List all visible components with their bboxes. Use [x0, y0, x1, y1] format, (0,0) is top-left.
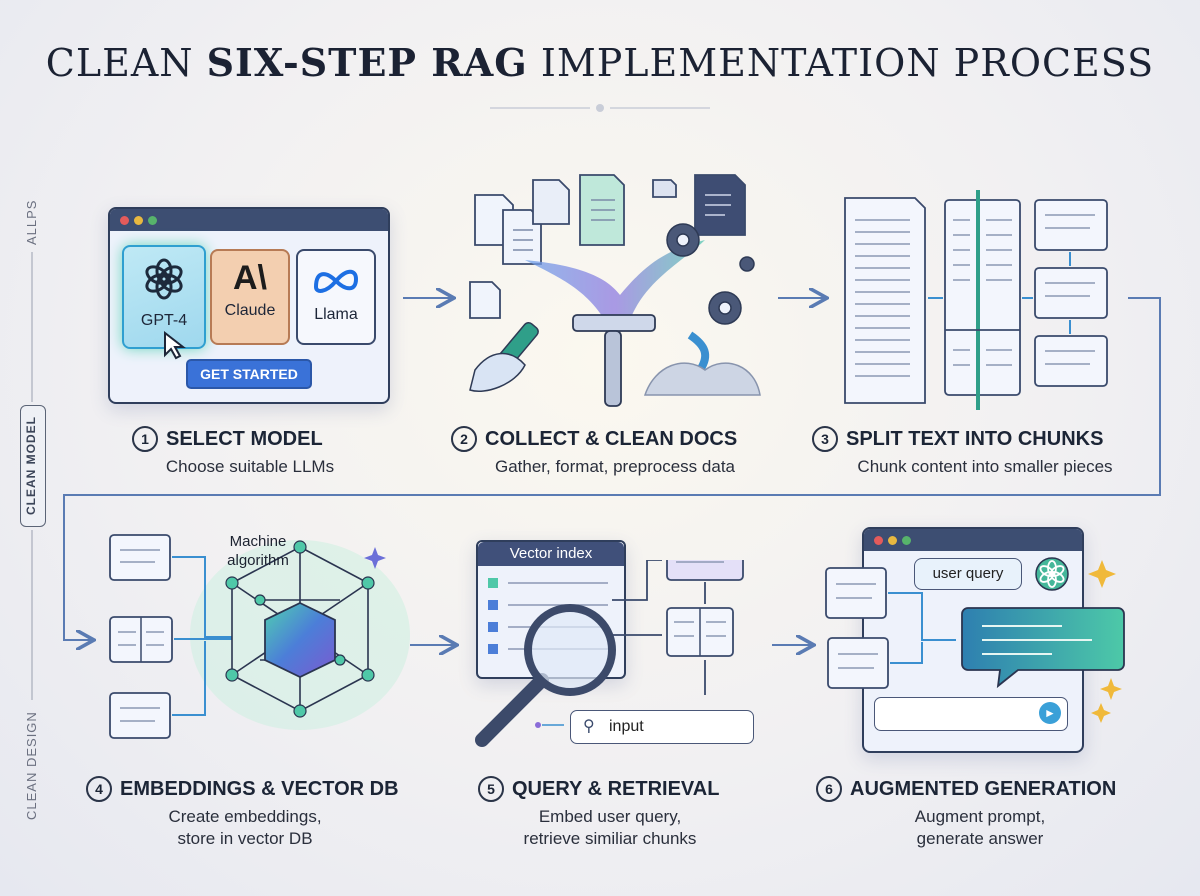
generation-illustration: [825, 560, 1125, 723]
curved-arrow-icon: [687, 331, 710, 373]
step-3-description: Chunk content into smaller pieces: [857, 457, 1113, 476]
query-input[interactable]: ⚲ input: [570, 710, 754, 744]
maximize-dot-icon: [148, 216, 157, 225]
side-line-bottom: [31, 530, 33, 700]
document-stack-icon: [469, 174, 746, 319]
assistant-avatar-icon: [1035, 557, 1069, 591]
get-started-button[interactable]: GET STARTED: [186, 359, 312, 389]
send-icon[interactable]: ►: [1039, 702, 1061, 724]
data-stream-icon: [525, 240, 705, 320]
model-card-label: Llama: [314, 306, 358, 323]
minimize-dot-icon: [134, 216, 143, 225]
embeddings-illustration: [109, 534, 410, 739]
step-5-description: Embed user query,retrieve similiar chunk…: [523, 807, 697, 848]
source-document: [844, 197, 926, 404]
sparkle-icon: [364, 547, 386, 569]
retrieval-illustration: [475, 560, 744, 747]
model-card-label: Claude: [224, 302, 276, 319]
query-input-text: input: [609, 718, 644, 735]
step-4-description: Create embeddings,store in vector DB: [168, 807, 322, 848]
network-node-icon: [225, 540, 375, 718]
paint-brush-icon: [469, 322, 539, 392]
window-titlebar: [110, 209, 388, 231]
step-1-description: Choose suitable LLMs: [165, 457, 335, 476]
chat-input[interactable]: ►: [874, 697, 1068, 731]
minimize-dot-icon: [888, 536, 897, 545]
cleaning-tool-icon: [572, 314, 656, 407]
side-badge: [20, 405, 46, 527]
openai-logo-icon: [145, 258, 183, 300]
model-card-gpt4[interactable]: GPT-4: [122, 245, 206, 349]
collect-clean-illustration: [469, 174, 761, 407]
magnifier-icon: [475, 604, 616, 747]
response-bubble-icon: [961, 607, 1125, 689]
text-lines: [855, 214, 1095, 377]
window-titlebar: [864, 529, 1082, 551]
step-2-description: Gather, format, preprocess data: [494, 457, 735, 476]
embedding-cube-icon: [264, 601, 336, 679]
title-divider: [490, 104, 710, 112]
sparkle-icon: [1088, 560, 1116, 588]
user-query-bubble: user query: [914, 558, 1022, 590]
step-6-description: Augment prompt,generate answer: [914, 807, 1046, 848]
meta-logo-icon: [313, 269, 359, 293]
search-icon: ⚲: [583, 718, 595, 735]
split-document: [944, 199, 1021, 396]
page-title: CLEAN SIX-STEP RAG IMPLEMENTATION PROCES…: [45, 40, 1155, 85]
mouse-cursor-icon: [164, 331, 186, 360]
maximize-dot-icon: [902, 536, 911, 545]
model-card-claude[interactable]: A\ Claude: [210, 249, 290, 345]
chunking-illustration: [844, 190, 1108, 410]
anthropic-logo-icon: A\: [233, 259, 267, 297]
vector-index-label: Vector index: [478, 542, 624, 566]
gear-icon: [666, 223, 755, 325]
model-card-label: GPT-4: [140, 312, 188, 329]
dust-pile-icon: [643, 362, 761, 396]
side-line-top: [31, 252, 33, 402]
close-dot-icon: [120, 216, 129, 225]
close-dot-icon: [874, 536, 883, 545]
model-card-llama[interactable]: Llama: [296, 249, 376, 345]
model-selector-window: GPT-4 A\ Claude Llama GET STARTED: [108, 207, 390, 404]
